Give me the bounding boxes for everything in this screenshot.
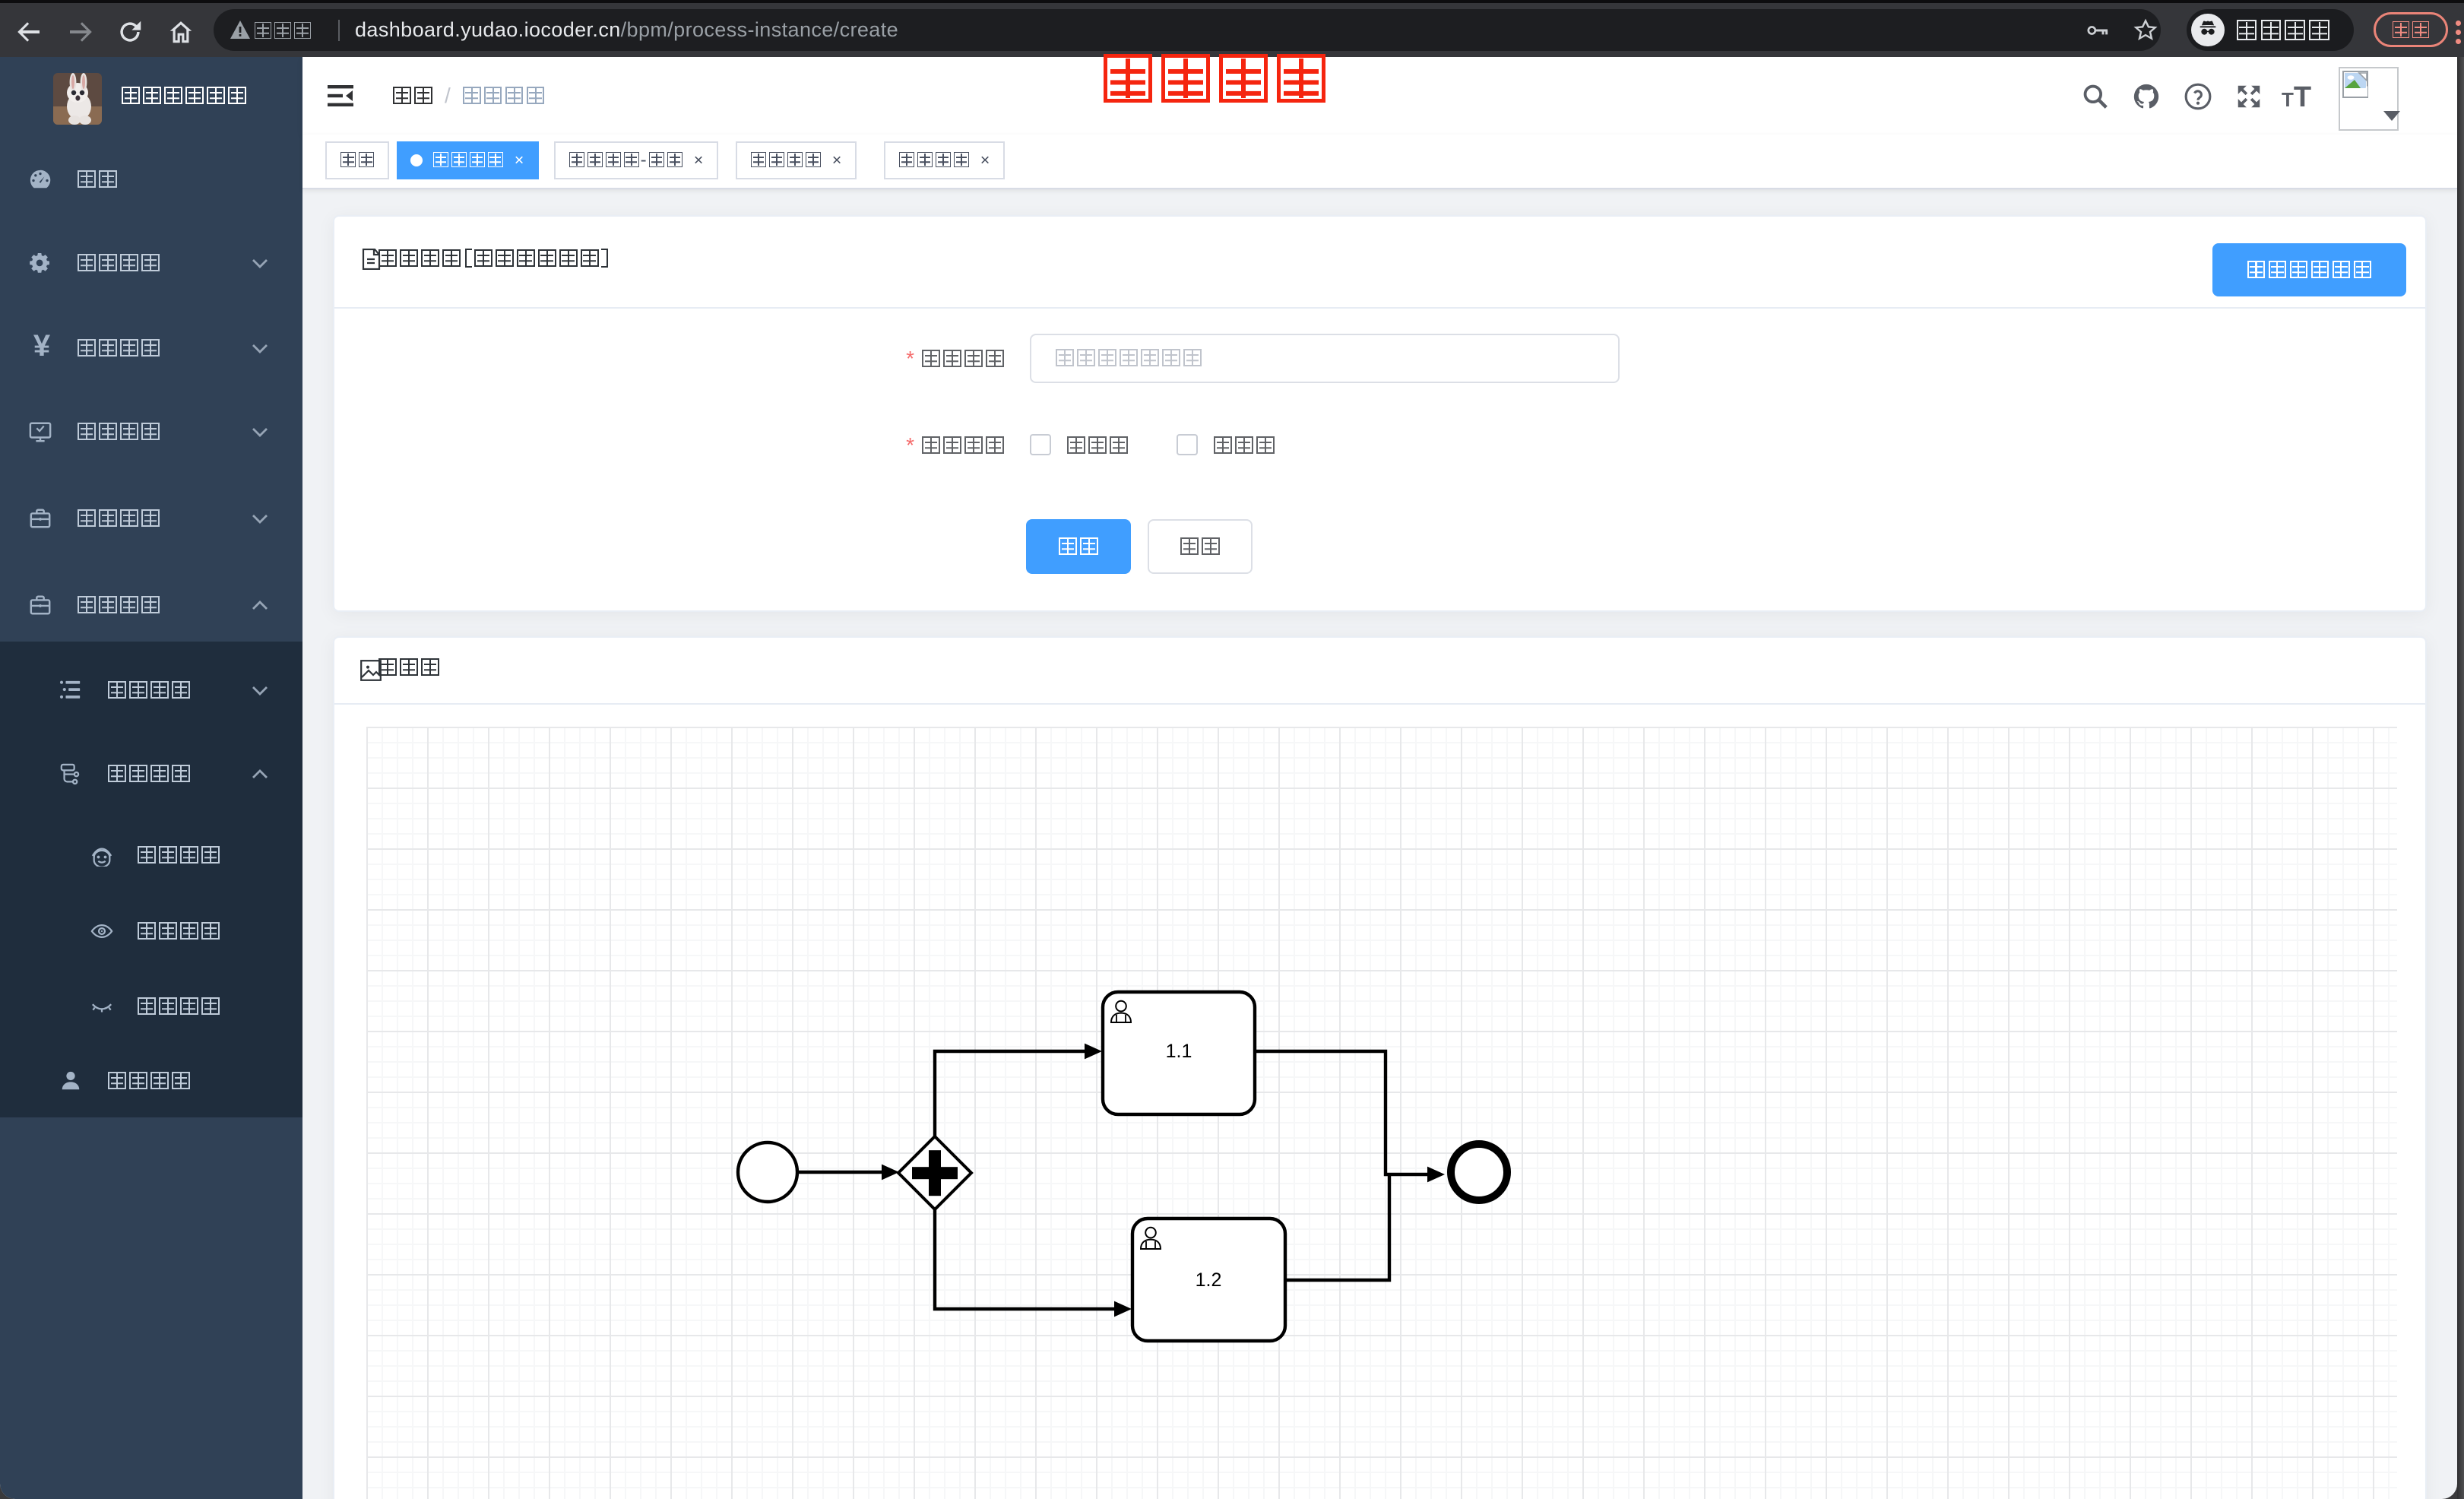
svg-text:1.1: 1.1 — [1166, 1041, 1192, 1062]
svg-text:1.2: 1.2 — [1196, 1269, 1222, 1291]
